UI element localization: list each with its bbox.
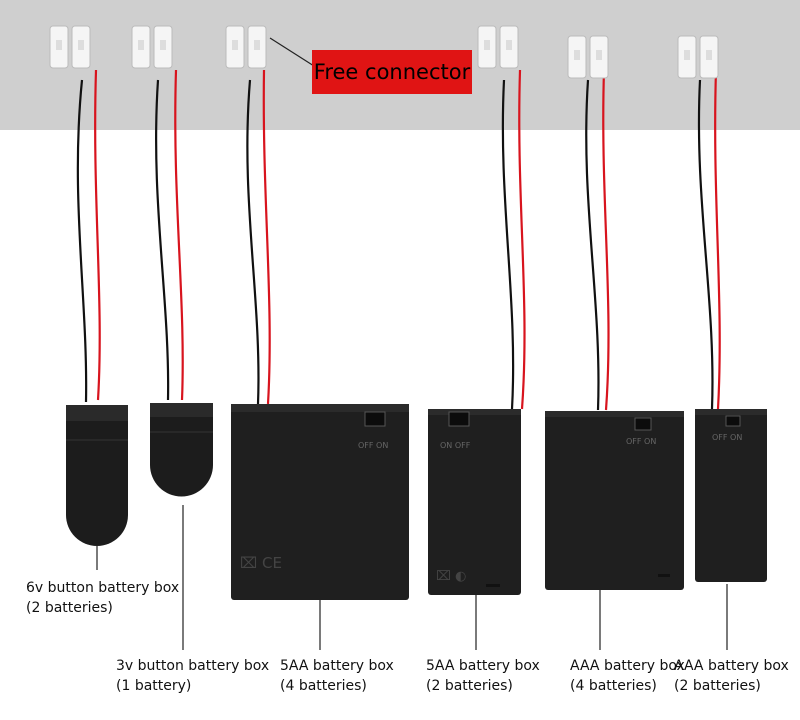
red-wire xyxy=(602,69,610,411)
product-qty: (4 batteries) xyxy=(280,678,367,694)
product-qty: (4 batteries) xyxy=(570,678,657,694)
red-wire xyxy=(174,69,184,401)
product-name: AAA battery box xyxy=(570,658,685,674)
product-name: 3v button battery box xyxy=(116,658,270,674)
label-5aa-4: 5AA battery box (4 batteries) xyxy=(280,656,394,696)
holder-body xyxy=(66,405,128,546)
product-name: AAA battery box xyxy=(674,658,789,674)
black-wire xyxy=(585,79,600,411)
red-wire xyxy=(262,69,271,405)
power-switch xyxy=(448,411,470,427)
red-wire xyxy=(94,69,101,401)
product-name: 5AA battery box xyxy=(280,658,394,674)
holder-body xyxy=(695,409,767,582)
callout-pointer xyxy=(269,37,315,67)
power-switch xyxy=(725,415,741,427)
connector xyxy=(49,25,91,69)
holder-body xyxy=(428,409,521,595)
label-aaa-2: AAA battery box (2 batteries) xyxy=(674,656,789,696)
connector xyxy=(477,25,519,69)
label-3v-button: 3v button battery box (1 battery) xyxy=(116,656,269,696)
battery-box-3v-button xyxy=(131,25,213,650)
product-qty: (2 batteries) xyxy=(26,600,113,616)
battery-box-aaa-4: OFF ON xyxy=(545,35,684,650)
holder-body xyxy=(231,404,409,600)
product-name: 5AA battery box xyxy=(426,658,540,674)
product-qty: (2 batteries) xyxy=(426,678,513,694)
red-wire xyxy=(518,69,526,410)
product-qty: (1 battery) xyxy=(116,678,192,694)
black-wire xyxy=(155,79,170,401)
power-switch xyxy=(364,411,386,427)
battery-box-aaa-2: OFF ON xyxy=(677,35,767,650)
switch-marking: OFF ON xyxy=(626,437,656,446)
connector xyxy=(225,25,267,69)
switch-marking: OFF ON xyxy=(712,433,742,442)
battery-box-5aa-2: ON OFF ⌧ ◐ xyxy=(428,25,526,650)
connector xyxy=(131,25,173,69)
free-connector-callout: Free connector xyxy=(312,50,472,94)
product-qty: (2 batteries) xyxy=(674,678,761,694)
battery-box-6v-button xyxy=(49,25,128,570)
label-6v-button: 6v button battery box (2 batteries) xyxy=(26,578,179,618)
label-aaa-4: AAA battery box (4 batteries) xyxy=(570,656,685,696)
battery-box-5aa-4: OFF ON ⌧ CE xyxy=(225,25,409,650)
black-wire xyxy=(76,79,88,403)
switch-marking: ON OFF xyxy=(440,441,471,450)
svg-text:⌧ ◐: ⌧ ◐ xyxy=(436,569,466,584)
black-wire xyxy=(246,79,260,405)
black-wire xyxy=(501,79,515,410)
svg-text:⌧ CE: ⌧ CE xyxy=(240,554,282,572)
connector xyxy=(567,35,609,79)
holder-body xyxy=(545,411,684,590)
switch-marking: OFF ON xyxy=(358,441,388,450)
holder-body xyxy=(150,403,213,497)
power-switch xyxy=(634,417,652,431)
product-name: 6v button battery box xyxy=(26,580,180,596)
red-wire xyxy=(714,69,721,410)
connector xyxy=(677,35,719,79)
label-5aa-2: 5AA battery box (2 batteries) xyxy=(426,656,540,696)
black-wire xyxy=(697,79,714,410)
